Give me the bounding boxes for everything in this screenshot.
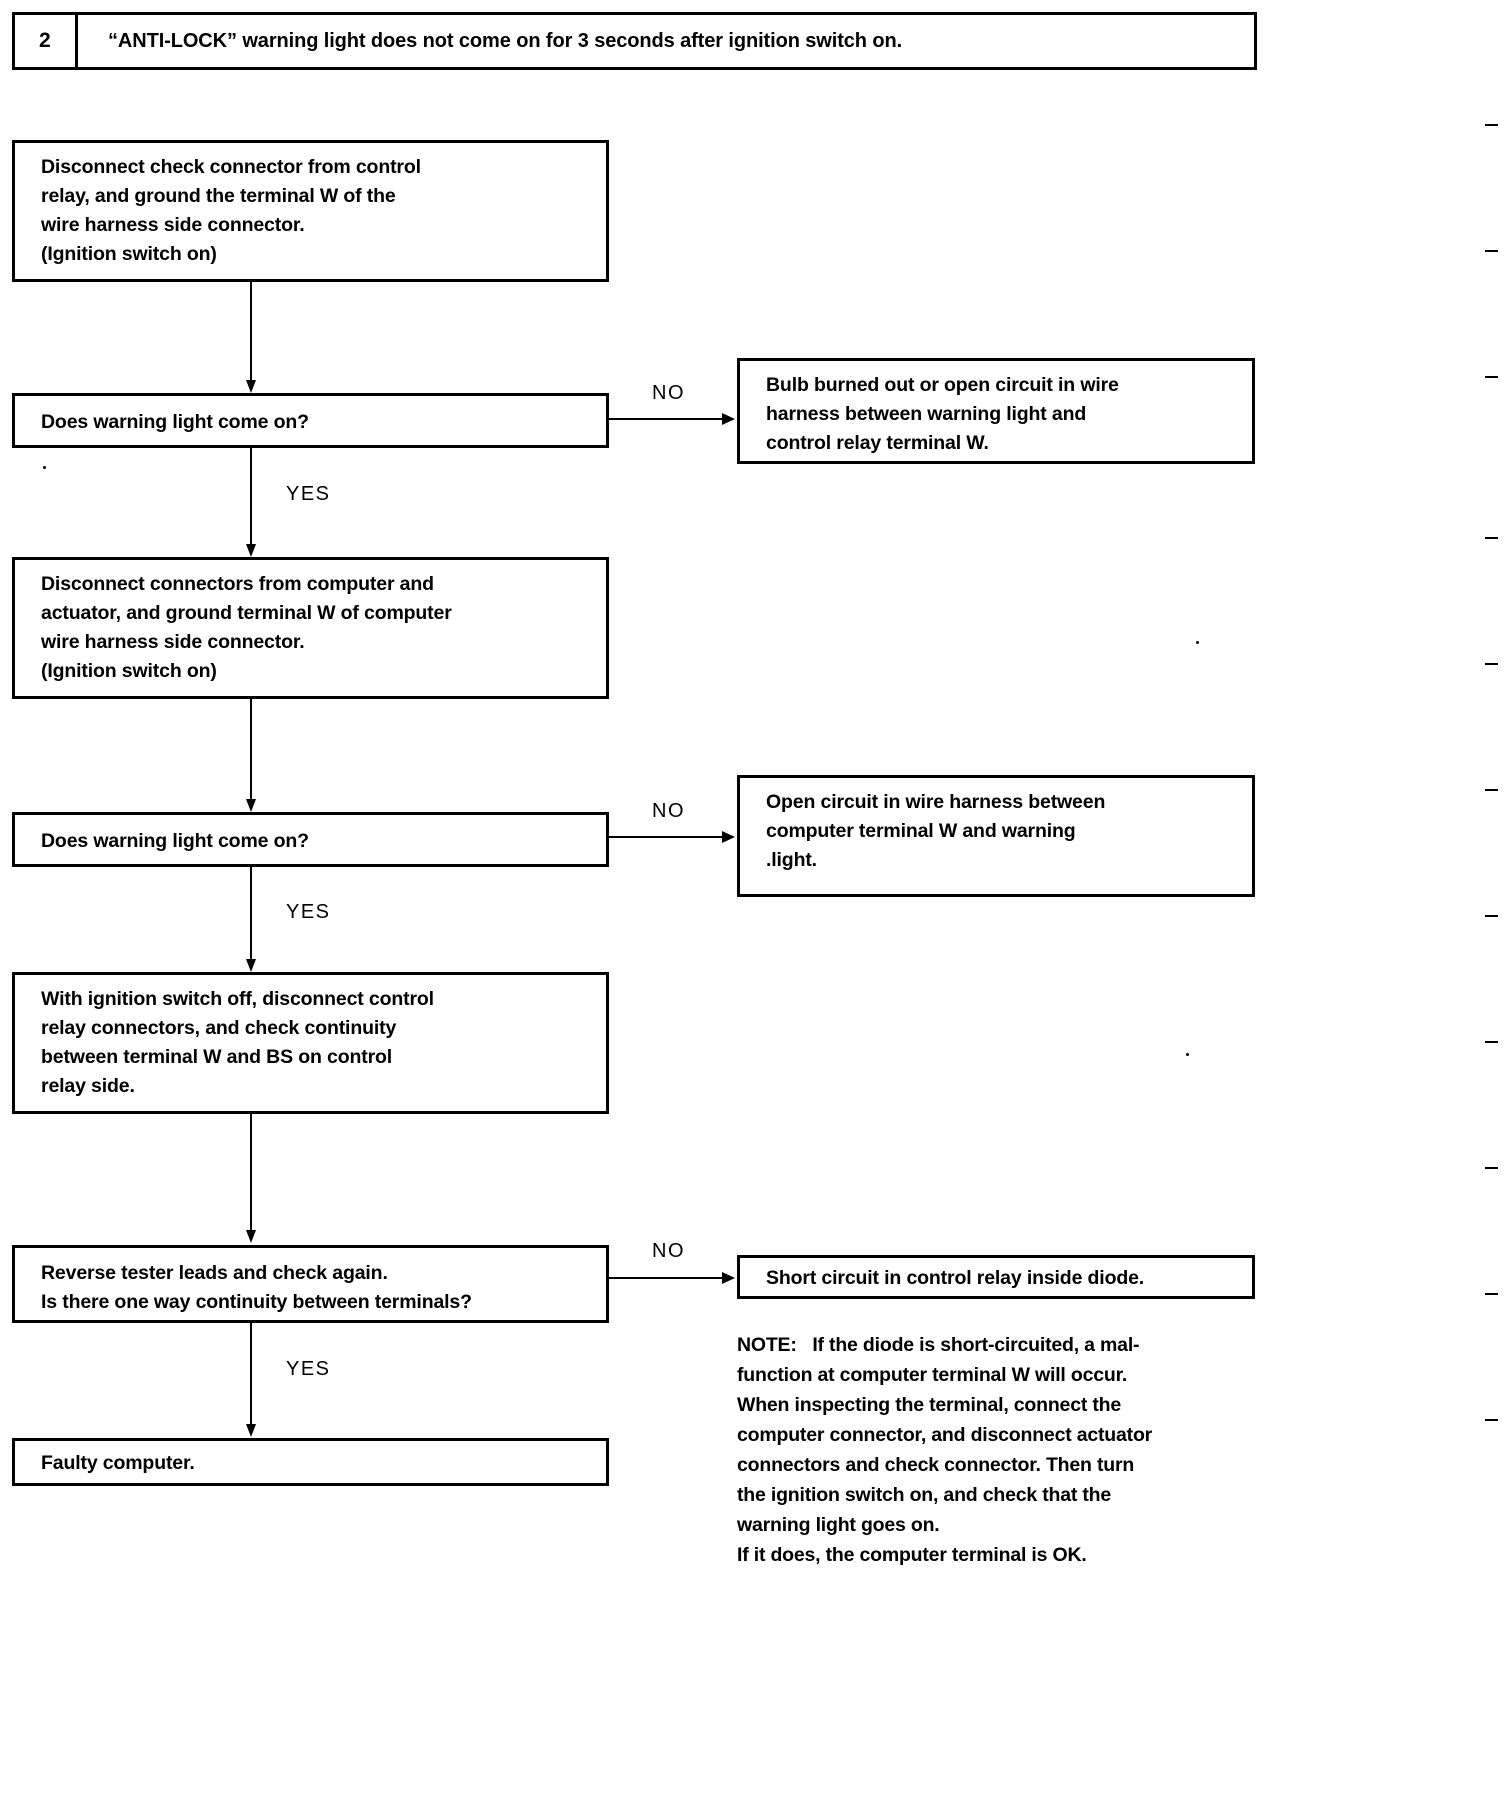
connector-decision1-no bbox=[609, 418, 724, 420]
scan-speckle bbox=[1186, 1053, 1189, 1056]
note-line-1: NOTE: If the diode is short-circuited, a… bbox=[737, 1330, 1267, 1360]
decision-box-1: Does warning light come on? bbox=[12, 393, 609, 448]
process-box-step-3: With ignition switch off, disconnect con… bbox=[12, 972, 609, 1114]
step-3-line-4: relay side. bbox=[41, 1075, 135, 1097]
margin-tick bbox=[1485, 250, 1498, 252]
scan-speckle bbox=[43, 466, 46, 469]
margin-tick bbox=[1485, 915, 1498, 917]
note-label: NOTE: bbox=[737, 1334, 797, 1356]
result-box-1: Bulb burned out or open circuit in wire … bbox=[737, 358, 1255, 464]
note-line-5: connectors and check connector. Then tur… bbox=[737, 1454, 1135, 1476]
arrow-down-decision2 bbox=[246, 799, 256, 812]
step-2-line-1: Disconnect connectors from computer and bbox=[41, 573, 434, 595]
step-1-line-4: (Ignition switch on) bbox=[41, 243, 217, 265]
result-2-line-3: .light. bbox=[766, 849, 817, 871]
step-1-line-2: relay, and ground the terminal W of the bbox=[41, 185, 396, 207]
connector-decision1-yes bbox=[250, 448, 252, 546]
result-box-2: Open circuit in wire harness between com… bbox=[737, 775, 1255, 897]
result-2-line-1: Open circuit in wire harness between bbox=[766, 791, 1106, 813]
note-line-4: computer connector, and disconnect actua… bbox=[737, 1424, 1153, 1446]
arrow-right-result2 bbox=[722, 831, 735, 843]
branch-label-no-1: NO bbox=[652, 382, 685, 404]
header-symptom-text: “ANTI-LOCK” warning light does not come … bbox=[108, 29, 903, 52]
decision-box-2: Does warning light come on? bbox=[12, 812, 609, 867]
final-box-faulty-computer: Faulty computer. bbox=[12, 1438, 609, 1486]
arrow-down-decision1 bbox=[246, 380, 256, 393]
margin-tick bbox=[1485, 1167, 1498, 1169]
margin-tick bbox=[1485, 663, 1498, 665]
connector-step1-to-decision1 bbox=[250, 282, 252, 382]
connector-decision3-no bbox=[609, 1277, 724, 1279]
process-box-step-1: Disconnect check connector from control … bbox=[12, 140, 609, 282]
branch-label-yes-3: YES bbox=[286, 1358, 331, 1380]
step-3-line-2: relay connectors, and check continuity bbox=[41, 1017, 397, 1039]
scan-speckle bbox=[1196, 641, 1199, 644]
branch-label-no-3: NO bbox=[652, 1240, 685, 1262]
note-line-6: the ignition switch on, and check that t… bbox=[737, 1484, 1112, 1506]
arrow-down-step2 bbox=[246, 544, 256, 557]
connector-decision2-yes bbox=[250, 867, 252, 962]
arrow-right-result3 bbox=[722, 1272, 735, 1284]
margin-tick bbox=[1485, 1419, 1498, 1421]
step-2-line-4: (Ignition switch on) bbox=[41, 660, 217, 682]
branch-label-yes-1: YES bbox=[286, 483, 331, 505]
process-box-step-2: Disconnect connectors from computer and … bbox=[12, 557, 609, 699]
decision-1-text: Does warning light come on? bbox=[41, 411, 309, 433]
step-2-line-3: wire harness side connector. bbox=[41, 631, 305, 653]
branch-label-yes-2: YES bbox=[286, 901, 331, 923]
step-1-line-3: wire harness side connector. bbox=[41, 214, 305, 236]
arrow-right-result1 bbox=[722, 413, 735, 425]
note-line-8: If it does, the computer terminal is OK. bbox=[737, 1544, 1087, 1566]
arrow-down-step3 bbox=[246, 959, 256, 972]
connector-decision3-yes bbox=[250, 1323, 252, 1426]
margin-tick bbox=[1485, 537, 1498, 539]
step-1-line-1: Disconnect check connector from control bbox=[41, 156, 421, 178]
note-line-7: warning light goes on. bbox=[737, 1514, 940, 1536]
margin-tick bbox=[1485, 789, 1498, 791]
note-block: NOTE: If the diode is short-circuited, a… bbox=[737, 1330, 1267, 1570]
result-3-text: Short circuit in control relay inside di… bbox=[766, 1267, 1145, 1289]
step-3-line-1: With ignition switch off, disconnect con… bbox=[41, 988, 434, 1010]
decision-3-line-2: Is there one way continuity between term… bbox=[41, 1291, 472, 1313]
result-1-line-1: Bulb burned out or open circuit in wire bbox=[766, 374, 1119, 396]
margin-tick bbox=[1485, 124, 1498, 126]
step-2-line-2: actuator, and ground terminal W of compu… bbox=[41, 602, 452, 624]
result-1-line-2: harness between warning light and bbox=[766, 403, 1087, 425]
step-3-line-3: between terminal W and BS on control bbox=[41, 1046, 393, 1068]
decision-3-line-1: Reverse tester leads and check again. bbox=[41, 1262, 388, 1284]
decision-box-3: Reverse tester leads and check again. Is… bbox=[12, 1245, 609, 1323]
connector-step2-to-decision2 bbox=[250, 699, 252, 802]
header-bar: 2 “ANTI-LOCK” warning light does not com… bbox=[12, 12, 1257, 70]
final-text: Faulty computer. bbox=[41, 1452, 195, 1474]
result-1-line-3: control relay terminal W. bbox=[766, 432, 989, 454]
decision-2-text: Does warning light come on? bbox=[41, 830, 309, 852]
margin-tick bbox=[1485, 1041, 1498, 1043]
result-box-3: Short circuit in control relay inside di… bbox=[737, 1255, 1255, 1299]
note-line-2: function at computer terminal W will occ… bbox=[737, 1364, 1128, 1386]
margin-tick bbox=[1485, 1293, 1498, 1295]
note-line-1-text: If the diode is short-circuited, a mal- bbox=[812, 1334, 1140, 1356]
header-step-number: 2 bbox=[15, 15, 78, 67]
arrow-down-final bbox=[246, 1424, 256, 1437]
note-line-3: When inspecting the terminal, connect th… bbox=[737, 1394, 1122, 1416]
connector-decision2-no bbox=[609, 836, 724, 838]
branch-label-no-2: NO bbox=[652, 800, 685, 822]
connector-step3-to-decision3 bbox=[250, 1114, 252, 1232]
arrow-down-decision3 bbox=[246, 1230, 256, 1243]
result-2-line-2: computer terminal W and warning bbox=[766, 820, 1076, 842]
margin-tick bbox=[1485, 376, 1498, 378]
